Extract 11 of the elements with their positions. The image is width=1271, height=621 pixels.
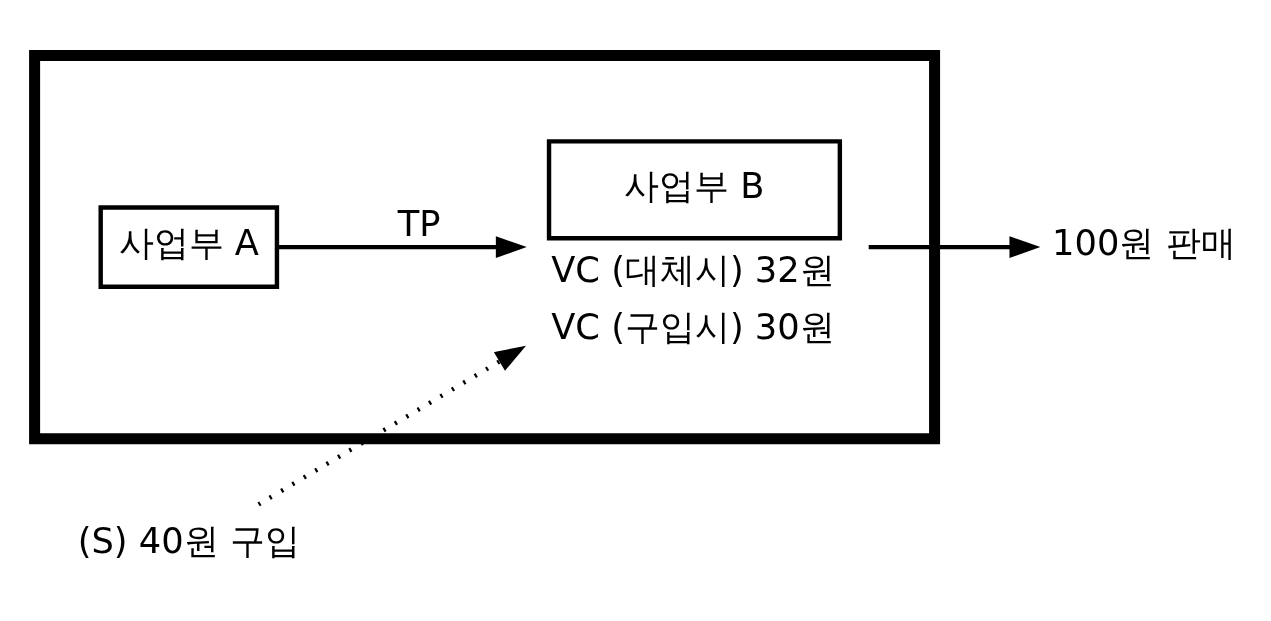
arrow	[277, 235, 527, 258]
node-label: VC (구입시) 30원	[551, 305, 835, 347]
node-text: 100원 판매	[1052, 221, 1236, 263]
node-box: 사업부 A	[98, 204, 280, 289]
node-box: 사업부 B	[546, 138, 843, 240]
arrow	[868, 235, 1041, 258]
cluster	[29, 49, 941, 444]
node-label: VC (대체시) 32원	[551, 248, 835, 290]
node-text: (S) 40원 구입	[77, 519, 300, 561]
arrow	[257, 345, 526, 506]
edge-label: TP	[397, 202, 441, 244]
